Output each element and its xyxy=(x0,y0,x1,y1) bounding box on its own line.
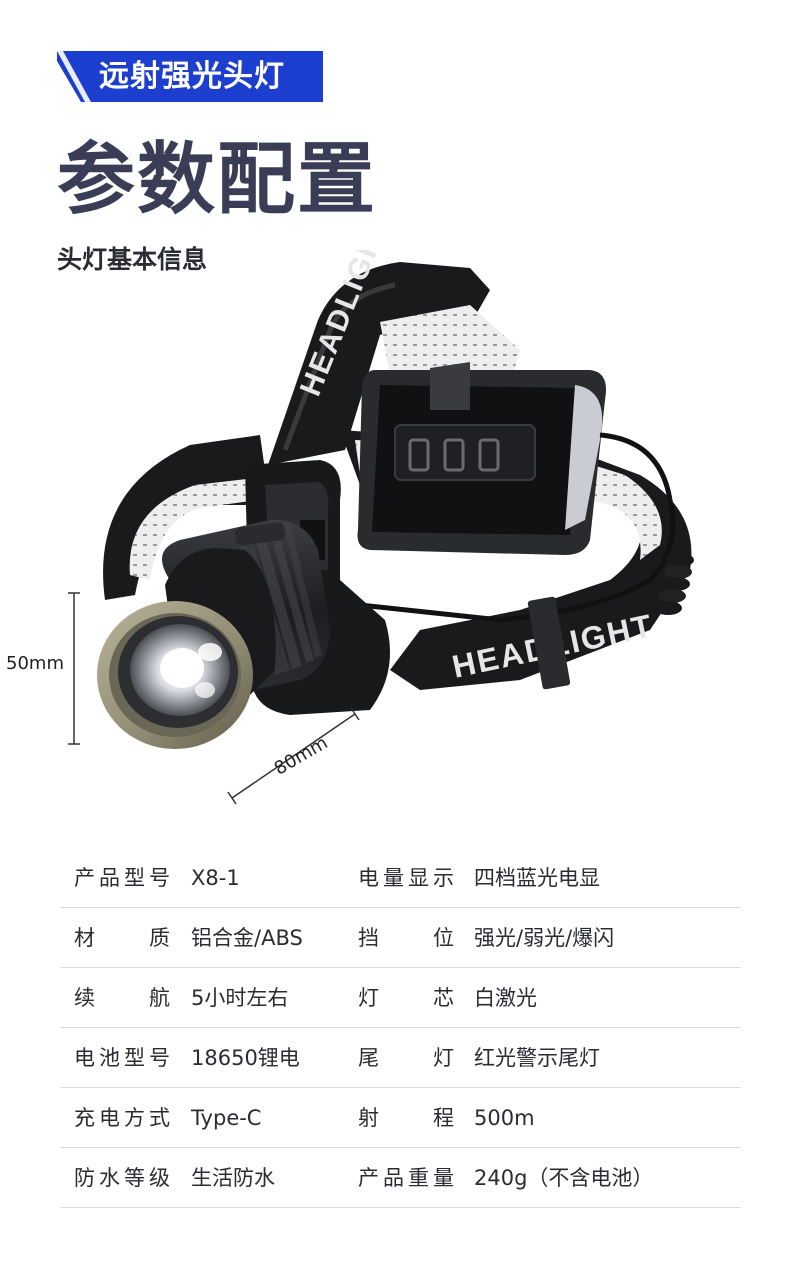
spec-row: 续航 5小时左右 灯芯 白激光 xyxy=(60,968,741,1028)
section-subtitle: 头灯基本信息 xyxy=(57,245,208,274)
spec-table: 产品型号 X8-1 电量显示 四档蓝光电显 材质 铝合金/ABS 挡位 强光/弱… xyxy=(60,848,741,1208)
badge-text: 远射强光头灯 xyxy=(99,59,285,94)
title-badge: 远射强光头灯 xyxy=(57,51,323,102)
spec-key: 射程 xyxy=(358,1106,454,1130)
spec-key: 防水等级 xyxy=(74,1166,170,1190)
spec-key: 灯芯 xyxy=(358,986,454,1010)
spec-key: 挡位 xyxy=(358,926,454,950)
spec-key: 电量显示 xyxy=(358,866,454,890)
spec-value: Type-C xyxy=(191,1106,262,1130)
spec-value: 铝合金/ABS xyxy=(191,926,303,950)
spec-value: 强光/弱光/爆闪 xyxy=(474,926,615,950)
spec-row: 充电方式 Type-C 射程 500m xyxy=(60,1088,741,1148)
spec-value: 四档蓝光电显 xyxy=(474,866,600,890)
spec-key: 电池型号 xyxy=(74,1046,170,1070)
spec-key: 充电方式 xyxy=(74,1106,170,1130)
spec-value: X8-1 xyxy=(191,866,240,890)
height-dimension-line xyxy=(68,592,80,745)
headlamp-image: HEADLIGHT HEADLIGHT xyxy=(68,250,694,805)
spec-key: 材质 xyxy=(74,926,170,950)
spec-value: 白激光 xyxy=(474,986,537,1010)
spec-value: 红光警示尾灯 xyxy=(474,1046,600,1070)
spec-row: 材质 铝合金/ABS 挡位 强光/弱光/爆闪 xyxy=(60,908,741,968)
spec-row: 防水等级 生活防水 产品重量 240g（不含电池） xyxy=(60,1148,741,1208)
coil-cable-icon xyxy=(654,553,694,615)
spec-key: 尾灯 xyxy=(358,1046,454,1070)
page-title: 参数配置 xyxy=(57,135,378,225)
spec-value: 500m xyxy=(474,1106,535,1130)
spec-key: 产品重量 xyxy=(358,1166,454,1190)
spec-row: 电池型号 18650锂电 尾灯 红光警示尾灯 xyxy=(60,1028,741,1088)
spec-key: 续航 xyxy=(74,986,170,1010)
dimension-height-label: 50mm xyxy=(6,653,64,674)
spec-value: 生活防水 xyxy=(191,1166,275,1190)
spec-row: 产品型号 X8-1 电量显示 四档蓝光电显 xyxy=(60,848,741,908)
spec-key: 产品型号 xyxy=(74,866,170,890)
spec-value: 5小时左右 xyxy=(191,986,289,1010)
lamp-head xyxy=(97,519,330,749)
width-dimension-line xyxy=(227,707,360,805)
badge-stripe-icon xyxy=(57,51,91,102)
spec-value: 240g（不含电池） xyxy=(474,1166,654,1190)
spec-value: 18650锂电 xyxy=(191,1046,300,1070)
